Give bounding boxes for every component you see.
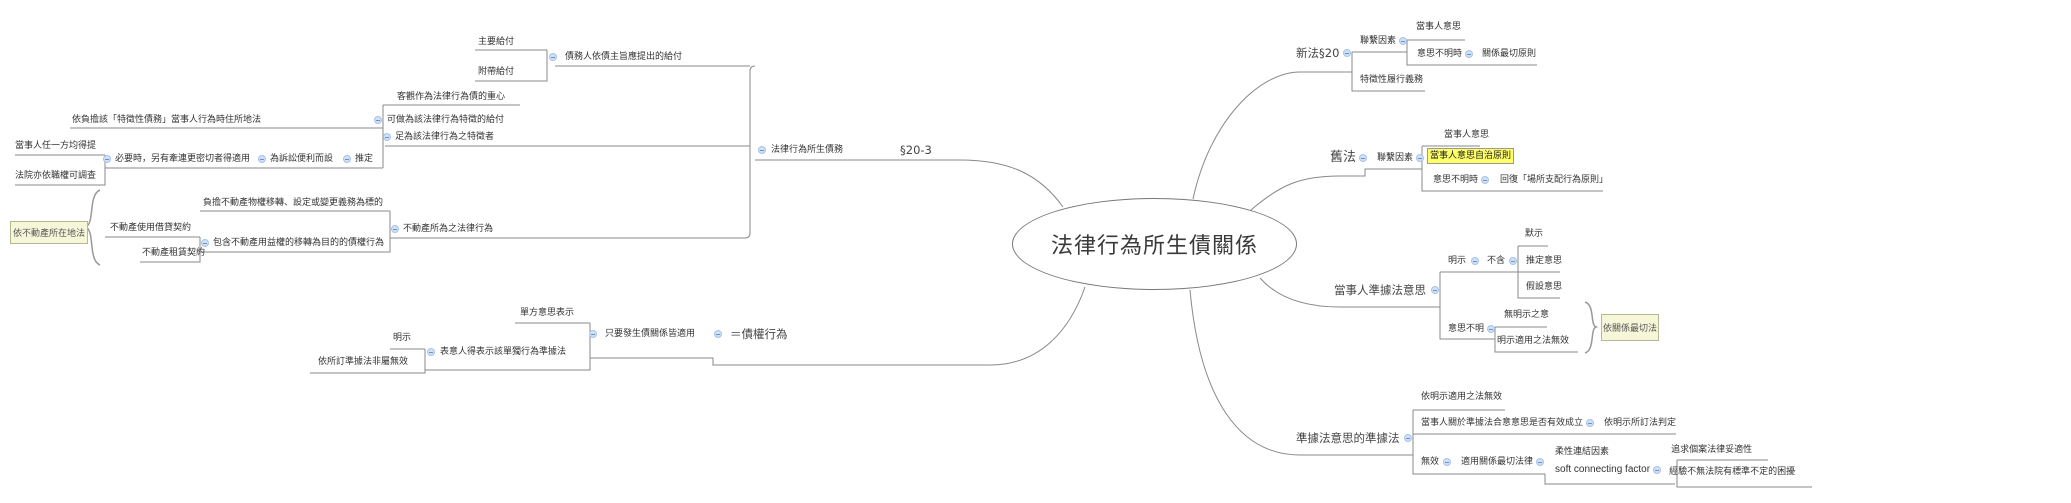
topic-xf[interactable]: 新法§20 — [1296, 46, 1340, 60]
topic-sygx[interactable]: 適用關係最切法律 — [1461, 457, 1534, 467]
collapse-toggle-icon[interactable] — [549, 53, 557, 61]
topic-kgzw[interactable]: 客觀作為法律行為債的重心 — [397, 92, 506, 102]
topic-td[interactable]: 推定 — [355, 154, 374, 164]
collapse-toggle-icon[interactable] — [714, 330, 722, 338]
topic-zygf[interactable]: 主要給付 — [478, 37, 515, 47]
topic-byz[interactable]: 必要時，另有牽連更密切者得適用 — [115, 154, 251, 164]
topic-ymsw[interactable]: 依明示適用之法無效 — [1421, 392, 1503, 402]
collapse-toggle-icon[interactable] — [201, 239, 209, 247]
collapse-toggle-icon[interactable] — [1536, 458, 1545, 466]
topic-flxw[interactable]: 法律行為所生債務 — [771, 145, 844, 155]
topic-dsrys2[interactable]: 當事人意思 — [1444, 130, 1490, 140]
collapse-toggle-icon[interactable] — [1443, 458, 1451, 466]
note-closest-connection-law[interactable]: 依關係最切法 — [1601, 314, 1659, 341]
collapse-toggle-icon[interactable] — [589, 330, 597, 338]
central-topic[interactable]: 法律行為所生債關係 — [1012, 198, 1297, 290]
collapse-toggle-icon[interactable] — [391, 225, 399, 233]
collapse-toggle-icon[interactable] — [374, 116, 382, 124]
collapse-toggle-icon[interactable] — [1399, 37, 1408, 45]
collapse-toggle-icon[interactable] — [258, 155, 266, 163]
topic-bh[interactable]: 不含 — [1487, 256, 1506, 266]
topic-msdy[interactable]: 明示適用之法無效 — [1497, 336, 1570, 346]
topic-tdys[interactable]: 推定意思 — [1526, 256, 1563, 266]
collapse-toggle-icon[interactable] — [1481, 176, 1490, 184]
collapse-toggle-icon[interactable] — [1359, 154, 1368, 162]
collapse-toggle-icon[interactable] — [1431, 286, 1439, 294]
collapse-toggle-icon[interactable] — [758, 146, 766, 154]
topic-ms2[interactable]: 明示 — [1448, 256, 1467, 266]
collapse-toggle-icon[interactable] — [103, 155, 111, 163]
collapse-toggle-icon[interactable] — [1465, 50, 1474, 58]
topic-jsys[interactable]: 假設意思 — [1526, 282, 1563, 292]
topic-dfys[interactable]: 單方意思表示 — [520, 308, 575, 318]
topic-byr[interactable]: 表意人得表示該單獨行為準據法 — [440, 347, 567, 357]
topic-ms1[interactable]: 明示 — [393, 333, 412, 343]
topic-ysd[interactable]: 依所訂準據法非屬無效 — [318, 357, 409, 367]
topic-hf[interactable]: 回復「場所支配行為原則」 — [1500, 175, 1609, 185]
topic-wss[interactable]: 為訴訟便利而設 — [270, 154, 334, 164]
collapse-toggle-icon[interactable] — [1653, 466, 1662, 474]
topic-ms3[interactable]: 默示 — [1525, 229, 1544, 239]
topic-ymsd[interactable]: 依明示所訂法判定 — [1604, 418, 1677, 428]
collapse-toggle-icon[interactable] — [1416, 154, 1425, 162]
topic-lxys1[interactable]: 聯繫因素 — [1360, 36, 1397, 46]
collapse-toggle-icon[interactable] — [1487, 325, 1496, 333]
topic-dsrgy[interactable]: 當事人關於準據法合意意思是否有效成立 — [1421, 418, 1584, 428]
topic-tzx[interactable]: 特徵性履行義務 — [1360, 75, 1424, 85]
topic-rxlj[interactable]: 柔性連結因素 — [1555, 447, 1610, 457]
topic-lxys2[interactable]: 聯繫因素 — [1377, 153, 1414, 163]
topic-zjfys[interactable]: 準據法意思的準據法 — [1296, 431, 1400, 445]
topic-bhbd[interactable]: 包含不動產用益權的移轉為目的的債權行為 — [213, 238, 385, 248]
topic-sydj[interactable]: 不動產使用借貸契約 — [110, 223, 192, 233]
topic-zwgt[interactable]: 足為該法律行為之特徵者 — [395, 132, 495, 142]
collapse-toggle-icon[interactable] — [343, 155, 351, 163]
topic-fdbd[interactable]: 負擔不動產物權移轉、設定或變更義務為標的 — [203, 198, 384, 208]
topic-zlqy[interactable]: 不動產租賃契約 — [142, 248, 206, 258]
topic-wmsz[interactable]: 無明示之意 — [1504, 310, 1550, 320]
collapse-toggle-icon[interactable] — [1404, 434, 1412, 442]
topic-gxzq[interactable]: 關係最切原則 — [1482, 49, 1537, 59]
collapse-toggle-icon[interactable] — [1586, 419, 1595, 427]
collapse-toggle-icon[interactable] — [383, 133, 391, 141]
topic-zqxw[interactable]: ＝債權行為 — [730, 327, 788, 341]
topic-wx[interactable]: 無效 — [1421, 457, 1440, 467]
topic-zqga[interactable]: 追求個案法律妥適性 — [1671, 445, 1753, 455]
topic-zyfs[interactable]: 只要發生債關係皆適用 — [605, 329, 696, 339]
topic-ysbm3[interactable]: 意思不明 — [1448, 324, 1485, 334]
topic-dsrzj[interactable]: 當事人準據法意思 — [1334, 283, 1426, 297]
note-immovable-location-law[interactable]: 依不動產所在地法 — [10, 221, 88, 244]
topic-yfd[interactable]: 依負擔該「特徵性債務」當事人行為時住所地法 — [72, 115, 262, 125]
topic-dsrys1[interactable]: 當事人意思 — [1416, 22, 1462, 32]
topic-bdc[interactable]: 不動產所為之法律行為 — [403, 224, 494, 234]
topic-fdgf[interactable]: 附帶給付 — [478, 67, 515, 77]
collapse-toggle-icon[interactable] — [427, 348, 435, 356]
topic-ysbm2[interactable]: 意思不明時 — [1433, 175, 1479, 185]
topic-kzw[interactable]: 可做為該法律行為特徵的給付 — [387, 115, 505, 125]
topic-dsr[interactable]: 當事人任一方均得提 — [15, 141, 97, 151]
topic-fy[interactable]: 法院亦依職權可調查 — [15, 171, 97, 181]
collapse-toggle-icon[interactable] — [1343, 49, 1351, 57]
topic-zzyz-highlighted[interactable]: 當事人意思自治原則 — [1427, 148, 1515, 164]
topic-jybw[interactable]: 經驗不無法院有標準不定的困擾 — [1669, 467, 1796, 477]
collapse-toggle-icon[interactable] — [1471, 257, 1479, 265]
topic-soft[interactable]: soft connecting factor — [1555, 464, 1651, 475]
topic-ysbm1[interactable]: 意思不明時 — [1417, 49, 1463, 59]
topic-jf[interactable]: 舊法 — [1330, 150, 1357, 165]
topic-zwr[interactable]: 債務人依債主旨應提出的給付 — [565, 52, 683, 62]
collapse-toggle-icon[interactable] — [1509, 257, 1517, 265]
topic-s203[interactable]: §20-3 — [900, 143, 932, 157]
